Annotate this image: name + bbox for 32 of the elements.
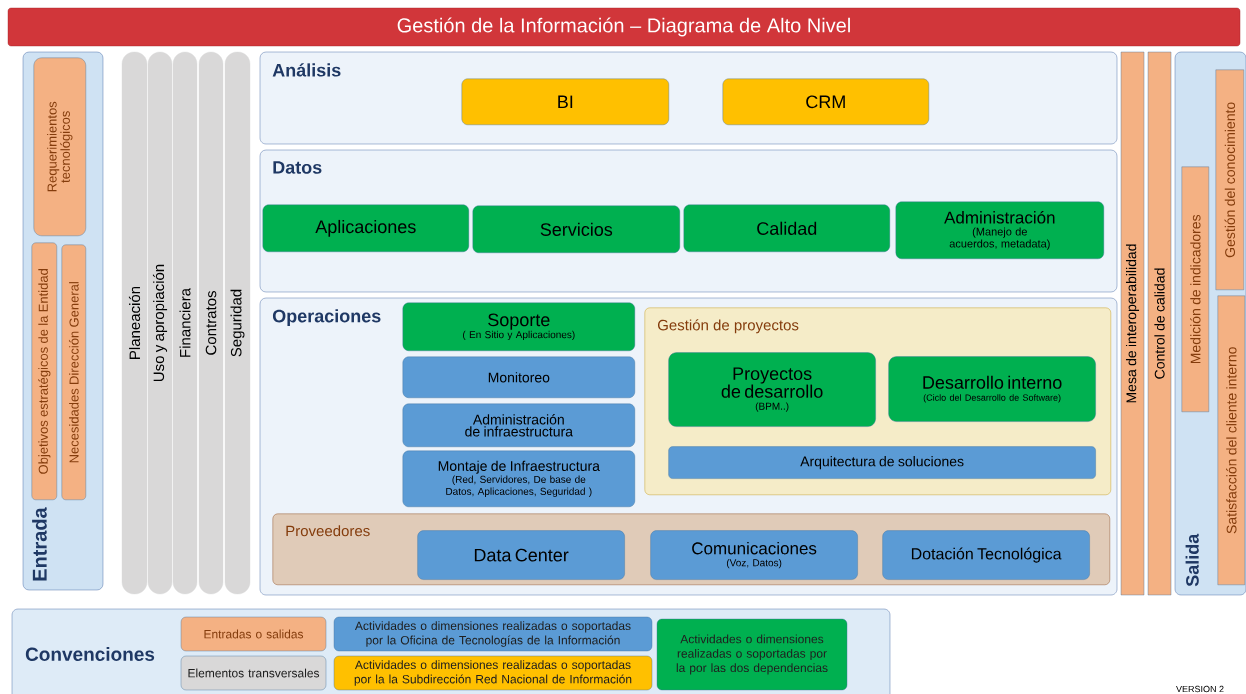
version-note: VERSION 2 (1176, 685, 1224, 693)
process-box: Control de calidad (1147, 51, 1172, 596)
process-box: Monitoreo (402, 356, 635, 398)
title-banner: Gestión de la Información – Diagrama de Alto Nivel (7, 7, 1241, 47)
process-box: Necesidades Dirección General (61, 244, 86, 500)
process-box: Calidad (683, 204, 890, 252)
vertical-band: Contratos (198, 51, 224, 595)
vertical-band: Financiera (172, 51, 198, 595)
process-box: Soporte ( En Sitio y Aplicaciones) (402, 302, 635, 351)
process-box: Proyectos de desarrollo (BPM..) (668, 352, 876, 427)
process-box: Medición de indicadores (1181, 166, 1209, 412)
process-box: BI (461, 78, 669, 125)
process-box: Aplicaciones (262, 204, 469, 252)
vertical-band: Planeación (121, 51, 148, 595)
process-box: Dotación Tecnológica (882, 530, 1090, 580)
process-box: Data Center (417, 530, 625, 580)
process-box: Mesa de interoperabilidad (1120, 51, 1145, 596)
process-box: Administración (Manejo de acuerdos, metadata) (895, 201, 1104, 259)
process-box: Satisfacción del cliente interno (1217, 295, 1245, 585)
process-box: Administración de infraestructura (402, 403, 635, 447)
process-box: Montaje de Infraestructura (Red, Servidores, De base de Datos, Aplicaciones, Seguridad ) (402, 450, 635, 507)
process-box: Requerimientos tecnológicos (33, 57, 86, 236)
process-box: CRM (722, 78, 930, 125)
process-box: Comunicaciones (Voz, Datos) (650, 530, 858, 580)
process-box: Gestión del conocimiento (1215, 69, 1244, 290)
vertical-band: Uso y apropiación (147, 51, 173, 595)
legend-heading: Convenciones (25, 647, 155, 661)
process-box: Desarrollo interno (Ciclo del Desarrollo de Software) (888, 356, 1096, 422)
process-box: Arquitectura de soluciones (668, 446, 1096, 479)
process-box: Objetivos estratégicos de la Entidad (31, 242, 57, 500)
vertical-band: Seguridad (224, 51, 251, 595)
process-box: Servicios (472, 205, 680, 253)
